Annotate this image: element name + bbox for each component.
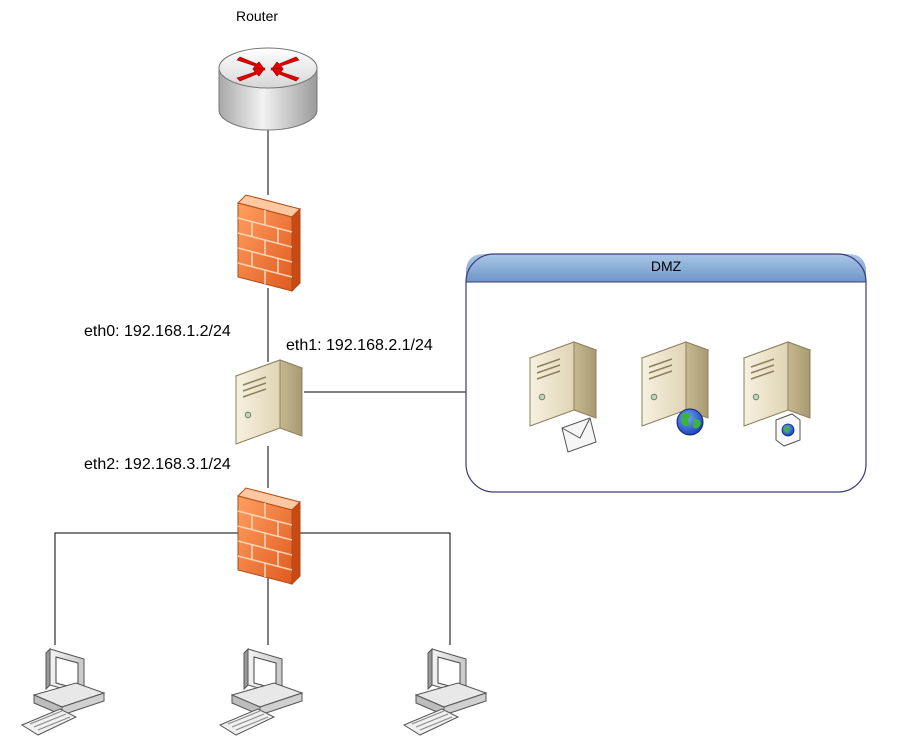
envelope-icon [561,417,597,453]
web-server-icon[interactable] [641,341,709,436]
eth2-interface-label: eth2: 192.168.3.1/24 [84,456,231,473]
workstation-icon[interactable] [219,648,303,736]
eth0-interface-label: eth0: 192.168.1.2/24 [84,323,231,340]
file-server-icon[interactable] [743,341,811,447]
firewall-icon[interactable] [237,487,301,585]
document-icon [775,413,801,447]
eth1-interface-label: eth1: 192.168.2.1/24 [286,337,433,354]
firewall-icon[interactable] [237,194,301,292]
globe-icon [676,408,704,436]
mail-server-icon[interactable] [529,341,597,453]
server-icon[interactable] [235,359,303,445]
router-icon[interactable] [218,47,318,131]
dmz-title: DMZ [650,258,682,274]
router-label: Router [236,8,279,24]
workstation-icon[interactable] [21,648,105,736]
workstation-icon[interactable] [403,648,487,736]
dmz-zone [465,253,867,493]
